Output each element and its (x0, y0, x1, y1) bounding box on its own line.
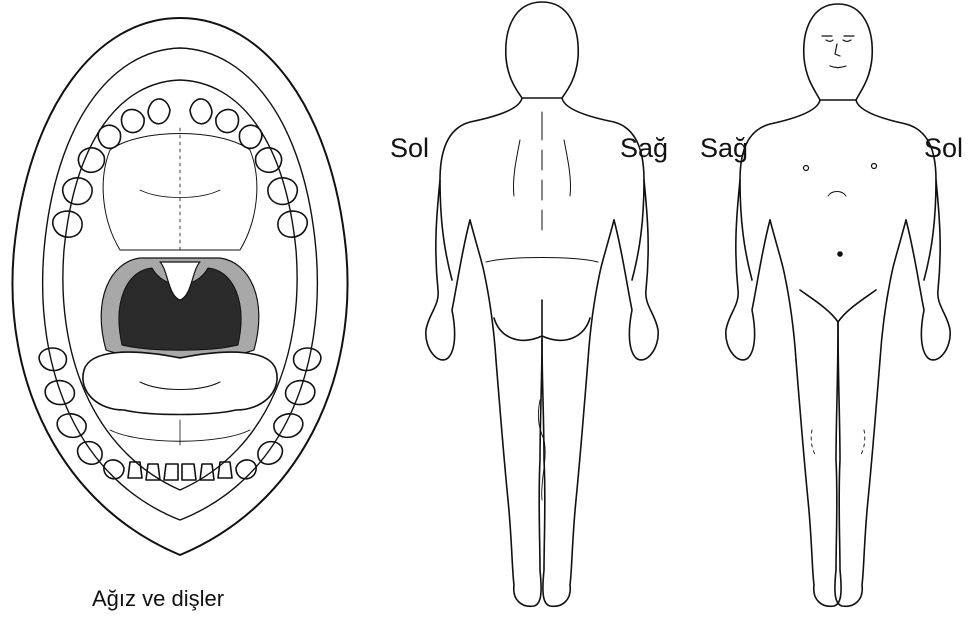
back-head (506, 2, 578, 98)
back-view-figure (426, 2, 658, 606)
tongue (83, 352, 277, 414)
back-left-leg (496, 340, 542, 606)
front-right-label: Sol (924, 135, 963, 162)
mouth-illustration (12, 18, 347, 555)
left-nipple (872, 164, 877, 169)
front-view-figure (726, 4, 950, 606)
navel (838, 252, 842, 256)
front-left-leg (835, 322, 880, 606)
upper-teeth (53, 99, 308, 237)
back-right-leg (542, 340, 588, 606)
front-left-label: Sağ (700, 135, 748, 162)
right-nipple (804, 166, 809, 171)
mouth-caption: Ağız ve dişler (92, 586, 224, 612)
front-left-arm (906, 180, 950, 360)
back-left-arm (426, 180, 470, 360)
back-left-label: Sol (390, 135, 429, 162)
back-right-arm (614, 180, 658, 360)
front-right-arm (726, 180, 770, 360)
front-face (822, 36, 854, 68)
back-right-label: Sağ (620, 135, 668, 162)
front-head (804, 4, 872, 100)
front-right-leg (796, 322, 841, 606)
front-pelvis (800, 290, 876, 322)
